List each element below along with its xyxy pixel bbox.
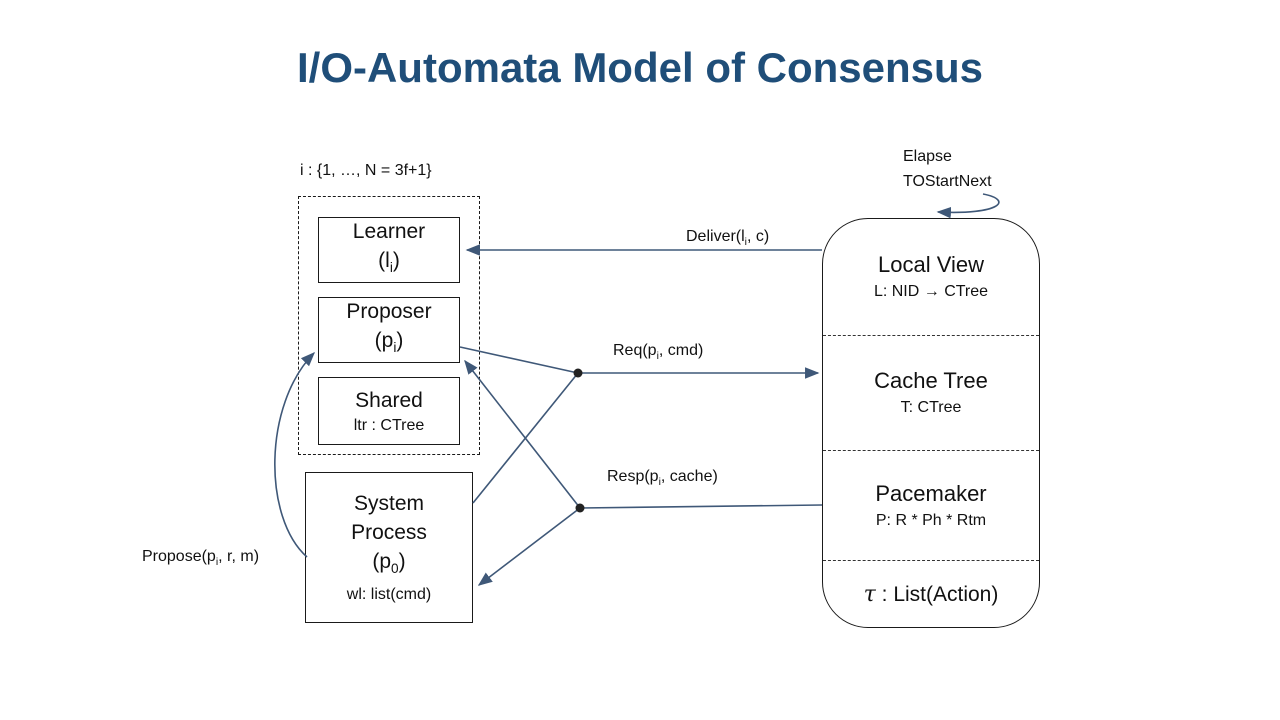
system-process-detail: wl: list(cmd) <box>346 585 432 603</box>
self-loop-label-line1: Elapse <box>903 148 952 165</box>
replica-section-cache-tree: Cache Tree T: CTree <box>823 336 1039 451</box>
system-process-id: (p0) <box>372 550 406 577</box>
req-line-from-system-process <box>472 372 579 504</box>
system-process-title-line1: System <box>353 492 424 516</box>
local-view-title: Local View <box>878 252 984 277</box>
resp-edge-label: Resp(pi, cache) <box>607 468 718 489</box>
page-title: I/O-Automata Model of Consensus <box>296 44 984 91</box>
self-loop-arrow <box>936 193 1000 219</box>
learner-id: (li) <box>378 249 400 276</box>
shared-box: Shared ltr : CTree <box>318 377 460 445</box>
local-view-detail: L: NID → CTree <box>873 283 989 300</box>
resp-arrow-to-proposer <box>464 359 581 509</box>
resp-arrow-to-system-process <box>477 507 581 586</box>
replica-section-local-view: Local View L: NID → CTree <box>823 219 1039 336</box>
trace-label: τ : List(Action) <box>863 581 999 607</box>
self-loop-label-line2: TOStartNext <box>903 173 992 190</box>
replica-box: Local View L: NID → CTree Cache Tree T: … <box>822 218 1040 628</box>
pacemaker-title: Pacemaker <box>875 480 987 506</box>
replica-section-trace: τ : List(Action) <box>823 561 1039 627</box>
resp-line-from-replica <box>579 504 823 509</box>
cache-tree-detail: T: CTree <box>900 399 962 416</box>
resp-junction-dot <box>575 503 585 513</box>
learner-title: Learner <box>352 220 426 244</box>
pacemaker-detail: P: R * Ph * Rtm <box>875 511 987 529</box>
cache-tree-title: Cache Tree <box>874 368 988 393</box>
cluster-index-label: i : {1, …, N = 3f+1} <box>300 162 432 179</box>
system-process-box: System Process (p0) wl: list(cmd) <box>305 472 473 623</box>
req-edge-label: Req(pi, cmd) <box>613 342 704 363</box>
req-junction-dot <box>573 368 583 378</box>
process-cluster-dashed-box <box>298 196 480 455</box>
proposer-id: (pi) <box>374 329 404 356</box>
replica-section-pacemaker: Pacemaker P: R * Ph * Rtm <box>823 451 1039 561</box>
deliver-edge-label: Deliver(li, c) <box>686 228 770 249</box>
proposer-box: Proposer (pi) <box>318 297 460 363</box>
learner-box: Learner (li) <box>318 217 460 283</box>
system-process-title-line2: Process <box>351 521 427 545</box>
proposer-title: Proposer <box>346 300 432 324</box>
shared-detail: ltr : CTree <box>353 416 425 434</box>
propose-edge-label: Propose(pi, r, m) <box>142 548 260 569</box>
shared-title: Shared <box>355 388 423 412</box>
self-loop-label: Elapse TOStartNext <box>903 144 992 194</box>
